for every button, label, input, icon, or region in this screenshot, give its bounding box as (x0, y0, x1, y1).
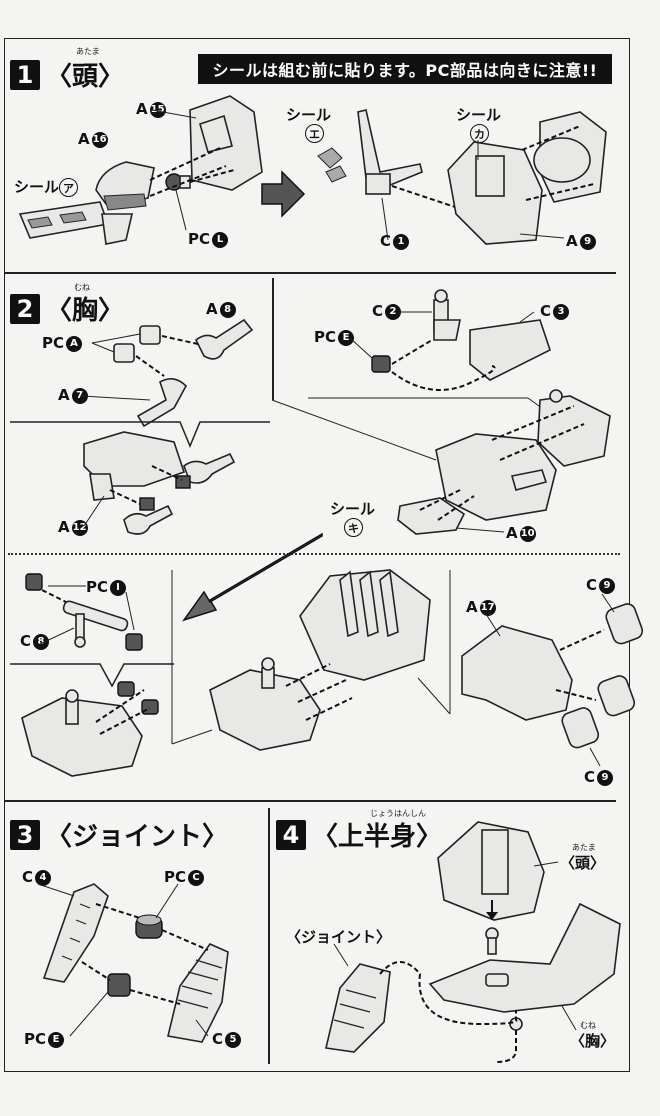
sticker-notice-text: シールは組む前に貼ります。PC部品は向きに注意!! (212, 61, 598, 80)
pc-a-part-1 (139, 325, 161, 345)
chest-assembly (435, 433, 557, 521)
section-1-title: 1 〈頭〉 (10, 56, 124, 93)
a12-part (83, 431, 186, 487)
chest-ruby: むね (580, 1021, 596, 1030)
label-seal-e: シール (286, 106, 332, 124)
c9-part-2 (597, 675, 636, 717)
step-number-2: 2 (10, 293, 40, 324)
c5-part (167, 943, 229, 1043)
section-3-label: 〈ジョイント〉 (46, 822, 229, 852)
c9-part-1 (605, 603, 644, 645)
a7-part (136, 378, 187, 428)
c8-part (62, 600, 129, 632)
section-2-title: 2 〈胸〉 (10, 290, 124, 327)
label-head: 〈頭〉 (560, 854, 606, 872)
torso-upper-part (299, 569, 431, 681)
process-arrow-icon (261, 170, 306, 218)
label-seal-ka: シール (456, 106, 502, 124)
a8-part (194, 318, 254, 360)
chest-center (209, 669, 321, 751)
s2-ruby: むね (74, 283, 90, 292)
pc-e2-part (107, 973, 131, 997)
section-2-label: 〈胸〉 (46, 296, 125, 326)
joint-part-s4 (325, 963, 391, 1053)
step-number-3: 3 (10, 819, 40, 850)
s4-ruby: じょうはんしん (370, 809, 426, 818)
section-4-title: 4 〈上半身〉 (276, 816, 442, 853)
divider-2-vertical (272, 278, 274, 400)
divider-3-vertical (268, 808, 270, 1064)
label-seal-ki: シール (330, 500, 376, 518)
section-3-title: 3 〈ジョイント〉 (10, 816, 228, 853)
step-number-4: 4 (276, 819, 306, 850)
s1-ruby: あたま (76, 47, 100, 56)
chest-assembly-s4 (428, 902, 621, 1013)
label-seal-ki-code: キ (344, 518, 363, 537)
section-4-label: 〈上半身〉 (312, 822, 443, 852)
label-chest: 〈胸〉 (570, 1032, 616, 1050)
pc-e-part (371, 355, 391, 373)
sticker-notice-banner: シールは組む前に貼ります。PC部品は向きに注意!! (198, 54, 612, 84)
label-seal-e-code: エ (305, 124, 324, 143)
divider-2-dotted (8, 553, 620, 555)
transfer-arrow-icon (182, 532, 323, 622)
head-ruby: あたま (572, 843, 596, 852)
label-joint: 〈ジョイント〉 (286, 928, 392, 946)
page-frame (4, 38, 630, 1072)
a17-part (461, 625, 573, 721)
c3-part (469, 319, 551, 381)
divider-3 (4, 800, 616, 802)
section-1-label: 〈頭〉 (46, 62, 125, 92)
divider-1 (4, 272, 616, 274)
label-seal-a: シールア (14, 176, 79, 197)
a10-part (397, 497, 466, 535)
pc-a-part-2 (113, 343, 135, 363)
c4-part (42, 883, 109, 983)
step-number-1: 1 (10, 59, 40, 90)
c9-part-3 (561, 707, 600, 749)
